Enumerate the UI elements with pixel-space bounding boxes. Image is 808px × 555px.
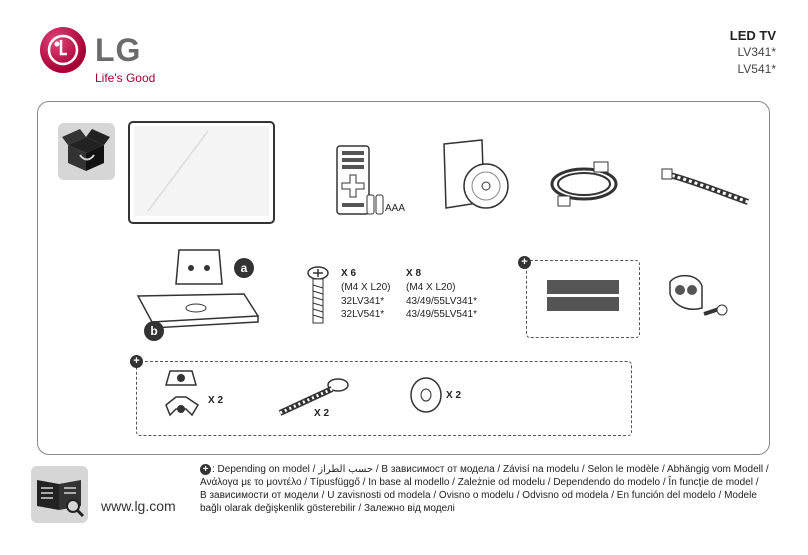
battery-label: AAA xyxy=(385,203,406,214)
brand-tagline: Life's Good xyxy=(95,71,156,85)
model-line-2: LV541* xyxy=(737,62,776,76)
battery-icon xyxy=(366,193,384,220)
note-line-2: Ανάλογα με το μοντέλο / Típusfüggő / In … xyxy=(200,477,759,488)
stand-part-b-badge: b xyxy=(144,321,164,341)
optional-hardware-box xyxy=(136,361,632,436)
screw-set2-model-2: 43/49/55LV541* xyxy=(406,309,477,320)
stand-part-a-badge: a xyxy=(234,258,254,278)
optional-pads-box xyxy=(526,260,640,338)
model-title: LED TV xyxy=(729,28,776,43)
website-link[interactable]: www.lg.com xyxy=(101,498,176,514)
note-line-4: bağlı olarak değişkenlik gösterebilir / … xyxy=(200,503,455,514)
note-line-1: : Depending on model / حسب الطراز / В за… xyxy=(212,464,769,475)
brand-name: LG xyxy=(95,32,142,68)
screw-set2-size: (M4 X L20) xyxy=(406,282,456,293)
wing-nut-icon xyxy=(160,365,204,432)
screw-set1-model-1: 32LV341* xyxy=(341,296,385,307)
screw-set1-model-2: 32LV541* xyxy=(341,309,385,320)
bolt-qty: X 2 xyxy=(314,408,330,419)
screw-set1-qty: X 6 xyxy=(341,268,357,279)
lg-logo-icon xyxy=(40,27,86,73)
note-plus-icon: + xyxy=(200,464,211,475)
screw-set2-model-1: 43/49/55LV341* xyxy=(406,296,477,307)
cable-holder-icon xyxy=(668,272,730,333)
bolt-icon xyxy=(272,375,352,424)
cable-tie-icon xyxy=(660,166,752,213)
wing-nut-qty: X 2 xyxy=(208,395,224,406)
stand-illustration xyxy=(134,244,264,347)
accessories-panel xyxy=(37,101,770,455)
remote-control-icon xyxy=(336,145,370,220)
optional-plus-icon-2: + xyxy=(130,355,143,368)
manual-cd-icon xyxy=(442,138,514,217)
screw-set2-qty: X 8 xyxy=(406,268,422,279)
manual-book-icon xyxy=(31,466,88,523)
tv-illustration xyxy=(128,121,275,224)
optional-plus-icon-1: + xyxy=(518,256,531,269)
washer-icon xyxy=(408,376,444,419)
washer-qty: X 2 xyxy=(446,390,462,401)
screw-set1-size: (M4 X L20) xyxy=(341,282,391,293)
power-cord-icon xyxy=(548,160,628,213)
note-line-3: В зависимости от модели / U zavisnosti o… xyxy=(200,490,757,501)
package-box-icon xyxy=(58,123,115,180)
model-line-1: LV341* xyxy=(737,45,776,59)
screw-icon xyxy=(305,265,331,330)
